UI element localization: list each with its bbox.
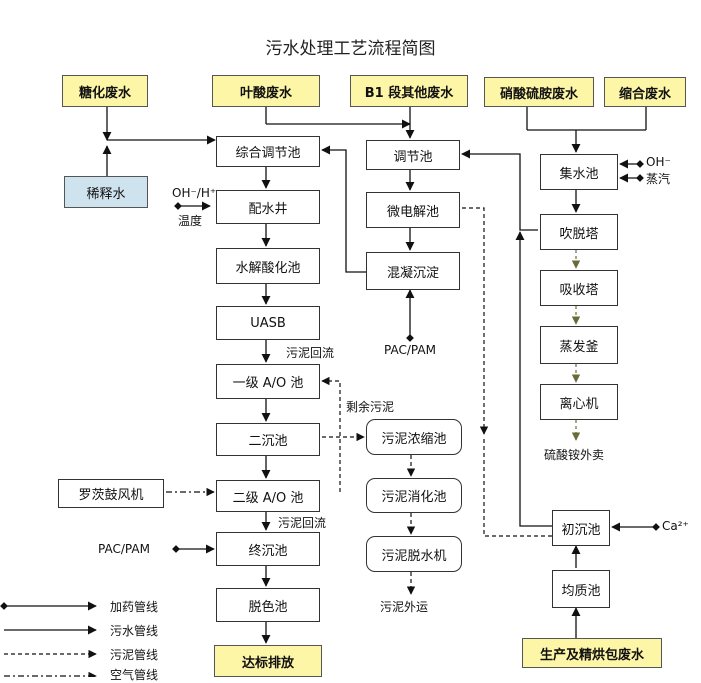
label-oh: OH⁻: [646, 155, 671, 169]
stripping-tower: 吹脱塔: [540, 214, 618, 250]
label-pac-pam-middle: PAC/PAM: [384, 343, 436, 357]
label-sludge-return-2: 污泥回流: [278, 516, 327, 530]
sludge-thickener: 污泥浓缩池: [366, 419, 462, 455]
comprehensive-regulating-tank: 综合调节池: [216, 136, 320, 167]
homogenization-tank: 均质池: [552, 570, 610, 608]
centrifuge: 离心机: [540, 384, 618, 420]
micro-electrolysis-tank: 微电解池: [366, 192, 460, 228]
absorption-tower: 吸收塔: [540, 270, 618, 306]
label-steam: 蒸汽: [646, 172, 671, 186]
source-shengchan-wastewater: 生产及精烘包废水: [522, 638, 662, 668]
secondary-ao-tank: 二级 A/O 池: [216, 480, 320, 512]
legend-sludge-line: 污泥管线: [110, 648, 159, 662]
diagram-title: 污水处理工艺流程简图: [265, 39, 436, 59]
final-clarifier: 终沉池: [216, 532, 320, 566]
decolorization-tank: 脱色池: [216, 588, 320, 622]
uasb-reactor: UASB: [216, 306, 320, 340]
sludge-digester: 污泥消化池: [366, 478, 462, 513]
label-ca: Ca²⁺: [662, 519, 689, 533]
primary-ao-tank: 一级 A/O 池: [216, 364, 320, 399]
primary-settling-tank: 初沉池: [552, 510, 610, 546]
collection-tank: 集水池: [540, 154, 618, 190]
hydrolysis-acidification-tank: 水解酸化池: [216, 248, 320, 284]
source-b1-wastewater: B1 段其他废水: [350, 75, 468, 107]
distribution-well: 配水井: [216, 190, 320, 224]
evaporation-kettle: 蒸发釜: [540, 326, 618, 364]
source-xiaosuan-wastewater: 硝酸硫胺废水: [484, 77, 594, 107]
label-excess-sludge: 剩余污泥: [346, 400, 395, 414]
source-tanghua-wastewater: 糖化废水: [62, 75, 148, 107]
label-pac-pam-left: PAC/PAM: [98, 542, 150, 556]
coagulation-sedimentation: 混凝沉淀: [366, 252, 460, 290]
label-sludge-return-1: 污泥回流: [286, 346, 335, 360]
label-oh-h: OH⁻/H⁺: [172, 186, 217, 200]
legend-dosing-line: 加药管线: [110, 600, 159, 614]
legend-sewage-line: 污水管线: [110, 624, 159, 638]
source-yesuan-wastewater: 叶酸废水: [212, 75, 320, 107]
dilution-water: 稀释水: [64, 176, 148, 208]
roots-blower: 罗茨鼓风机: [58, 479, 164, 508]
secondary-clarifier: 二沉池: [216, 423, 320, 456]
regulating-tank: 调节池: [366, 140, 460, 170]
label-sludge-disposal: 污泥外运: [380, 600, 429, 614]
sludge-dewatering-machine: 污泥脱水机: [366, 536, 462, 572]
label-temperature: 温度: [178, 214, 203, 228]
source-suohe-wastewater: 缩合废水: [604, 77, 686, 107]
legend-air-line: 空气管线: [110, 668, 159, 682]
standard-discharge: 达标排放: [214, 645, 322, 677]
label-ammonium-sulfate-sale: 硫酸铵外卖: [544, 448, 605, 462]
